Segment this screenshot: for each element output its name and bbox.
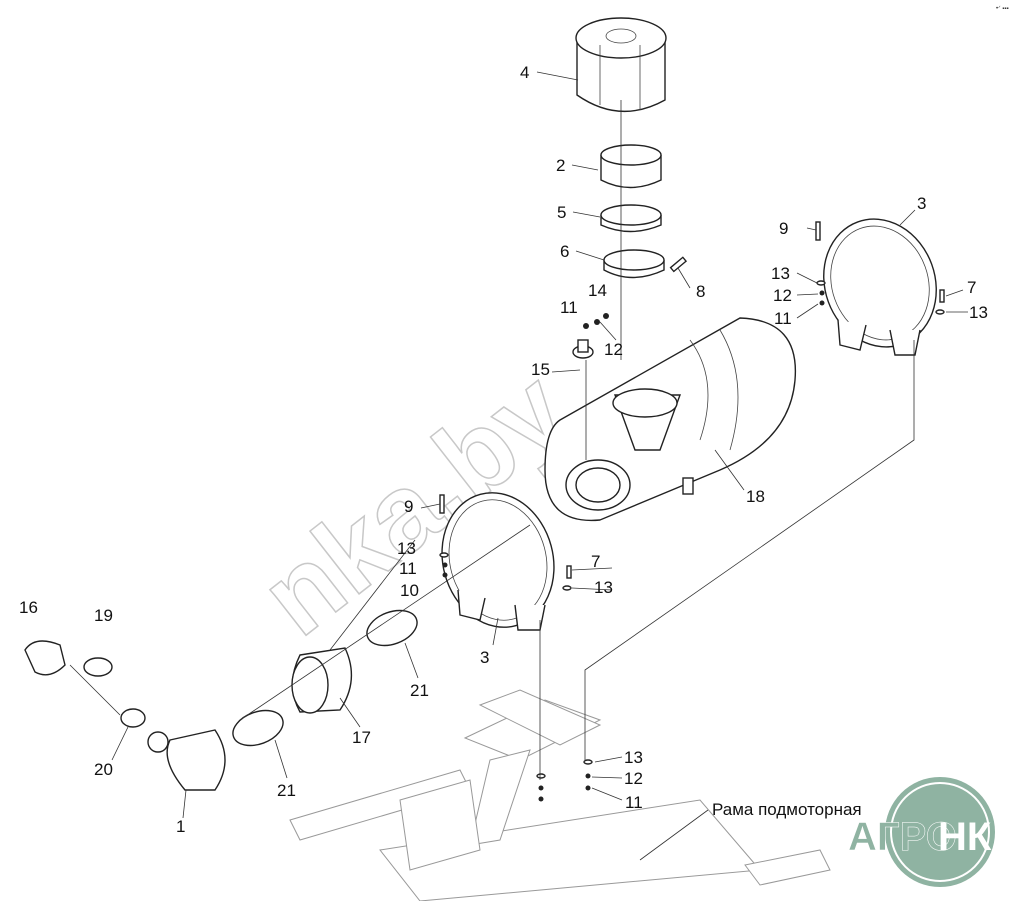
engine-frame (289, 689, 831, 901)
callout-11: 11 (399, 559, 417, 578)
callout-12: 12 (604, 340, 623, 359)
callout-13: 13 (397, 539, 416, 558)
callout-19: 19 (94, 606, 113, 625)
frame-label: Рама подмоторная (712, 800, 862, 819)
fasteners (439, 221, 945, 802)
callout-13: 13 (969, 303, 988, 322)
callout-13: 13 (624, 748, 643, 767)
logo-text-right: НКА (938, 815, 1015, 859)
callout-9: 9 (779, 219, 788, 238)
callout-7: 7 (591, 552, 600, 571)
mounting-bracket-left (441, 492, 555, 631)
callout-13: 13 (771, 264, 790, 283)
callout-18: 18 (746, 487, 765, 506)
callout-20: 20 (94, 760, 113, 779)
callout-14: 14 (588, 281, 607, 300)
callout-21: 21 (277, 781, 296, 800)
logo-text-left: АГРО (848, 815, 957, 859)
assembly-lines (69, 100, 915, 780)
intake-pipes (24, 609, 418, 791)
air-cleaner-housing (544, 317, 797, 522)
callout-11: 11 (774, 309, 792, 328)
callout-21: 21 (410, 681, 429, 700)
ring-parts (572, 144, 688, 359)
callout-1: 1 (176, 817, 185, 836)
callout-8: 8 (696, 282, 705, 301)
callout-9: 9 (404, 497, 413, 516)
callout-2: 2 (556, 156, 565, 175)
callout-3: 3 (917, 194, 926, 213)
callout-labels: 4 2 5 6 8 14 11 12 15 9 3 13 12 11 7 13 … (19, 63, 988, 836)
callout-12: 12 (624, 769, 643, 788)
leader-lines (111, 71, 968, 861)
callout-3: 3 (480, 648, 489, 667)
callout-6: 6 (560, 242, 569, 261)
callout-15: 15 (531, 360, 550, 379)
callout-11: 11 (560, 298, 578, 317)
corner-mark: •ᐟ ▪▪▪ (996, 5, 1009, 12)
callout-12: 12 (773, 286, 792, 305)
mounting-bracket-right (823, 218, 937, 356)
callout-11: 11 (625, 793, 643, 812)
callout-4: 4 (520, 63, 529, 82)
callout-5: 5 (557, 203, 566, 222)
callout-17: 17 (352, 728, 371, 747)
callout-13: 13 (594, 578, 613, 597)
callout-10: 10 (400, 581, 419, 600)
callout-7: 7 (967, 278, 976, 297)
callout-16: 16 (19, 598, 38, 617)
agronka-logo: АГРО НКА (848, 777, 1015, 887)
filter-cover (575, 17, 667, 112)
